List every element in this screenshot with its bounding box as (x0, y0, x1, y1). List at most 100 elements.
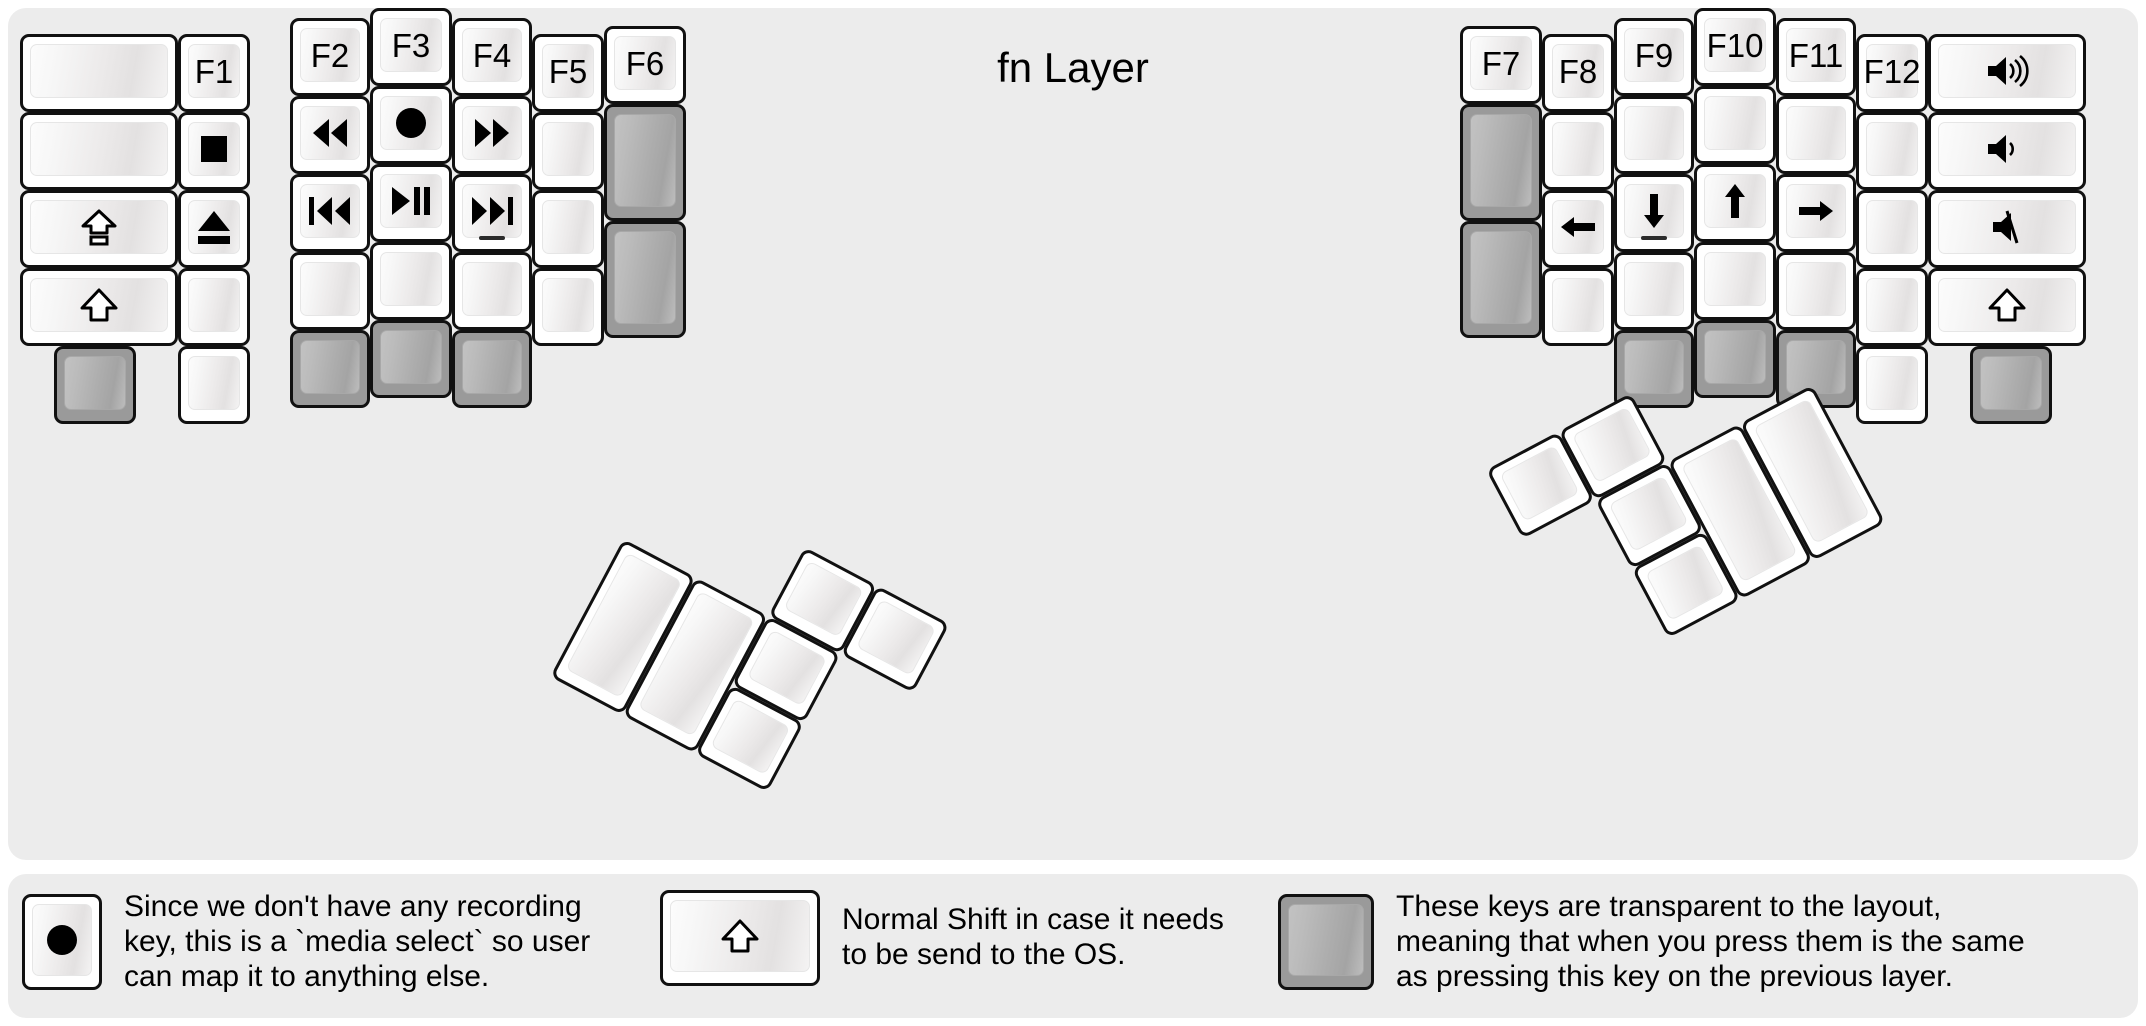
left-key-col-3-4[interactable] (370, 242, 452, 320)
left-key-col-3-1-f3[interactable]: F3 (370, 8, 452, 86)
key-label: F11 (1788, 36, 1844, 74)
left-key-col-4-4[interactable] (452, 252, 532, 330)
left-key-col-3-2-media-record[interactable] (370, 86, 452, 164)
keycap-surface (1704, 174, 1766, 228)
legend-description: Since we don't have any recording key, t… (124, 890, 591, 993)
shift-icon (79, 285, 119, 325)
left-key-col-1-5[interactable] (178, 346, 250, 424)
left-key-col-6-2-transparent[interactable] (604, 104, 686, 221)
key-label: F1 (194, 52, 234, 90)
key-label: F7 (1481, 44, 1521, 82)
keycap-surface (542, 278, 594, 332)
right-key-col-8-3-arrow-left[interactable] (1542, 190, 1614, 268)
keycap-surface: F5 (542, 44, 594, 98)
left-key-col-outer-5-transparent[interactable] (54, 346, 136, 424)
keycap-surface (188, 122, 240, 176)
left-key-col-1-1-f1[interactable]: F1 (178, 34, 250, 112)
left-key-col-2-3-media-previous-track[interactable] (290, 174, 370, 252)
right-key-col-12-1-f12[interactable]: F12 (1856, 34, 1928, 112)
right-key-col-11-3-arrow-right[interactable] (1776, 174, 1856, 252)
legend-panel (8, 874, 2138, 1018)
media-stop-icon (195, 130, 233, 168)
right-key-col-10-4[interactable] (1694, 242, 1776, 320)
right-key-col-7-3-transparent[interactable] (1460, 221, 1542, 338)
keycap-surface (462, 184, 522, 238)
left-key-col-3-3-media-play-pause[interactable] (370, 164, 452, 242)
legend-description: Normal Shift in case it needs to be send… (842, 903, 1224, 971)
right-key-col-10-3-arrow-up[interactable] (1694, 164, 1776, 242)
keycap-surface (300, 340, 360, 394)
right-key-col-outer-right-1-volume-up[interactable] (1928, 34, 2086, 112)
left-key-col-3-5-transparent[interactable] (370, 320, 452, 398)
media-next-track-icon (468, 195, 516, 227)
left-key-col-2-1-f2[interactable]: F2 (290, 18, 370, 96)
keycap-surface (462, 262, 522, 316)
right-key-col-9-1-f9[interactable]: F9 (1614, 18, 1694, 96)
left-key-col-5-1-f5[interactable]: F5 (532, 34, 604, 112)
left-key-col-5-4[interactable] (532, 268, 604, 346)
right-key-col-9-2[interactable] (1614, 96, 1694, 174)
left-key-col-6-3-transparent[interactable] (604, 221, 686, 338)
right-key-col-outer-right-5-transparent[interactable] (1970, 346, 2052, 424)
left-key-col-outer-1[interactable] (20, 34, 178, 112)
volume-up-icon (1985, 53, 2029, 89)
media-record-icon (43, 921, 81, 959)
keycap-surface (380, 330, 442, 384)
keycap-surface (462, 106, 522, 160)
left-key-col-2-4[interactable] (290, 252, 370, 330)
right-key-col-12-3[interactable] (1856, 190, 1928, 268)
keycap-surface: F2 (300, 28, 360, 82)
keycap-surface (380, 96, 442, 150)
left-key-col-outer-2[interactable] (20, 112, 178, 190)
shift-icon (720, 916, 760, 956)
right-key-col-11-4[interactable] (1776, 252, 1856, 330)
right-key-col-8-2[interactable] (1542, 112, 1614, 190)
left-key-col-2-2-media-rewind[interactable] (290, 96, 370, 174)
right-key-col-12-2[interactable] (1856, 112, 1928, 190)
right-key-col-outer-right-3-volume-mute[interactable] (1928, 190, 2086, 268)
right-key-col-outer-right-2-volume-down[interactable] (1928, 112, 2086, 190)
left-key-col-outer-3-caps-lock[interactable] (20, 190, 178, 268)
right-key-col-11-2[interactable] (1776, 96, 1856, 174)
left-key-col-4-3-media-next-track[interactable] (452, 174, 532, 252)
keycap-surface (1571, 406, 1653, 484)
right-key-col-12-4[interactable] (1856, 268, 1928, 346)
left-key-col-5-3[interactable] (532, 190, 604, 268)
keycap-surface (1786, 262, 1846, 316)
left-key-col-outer-4-shift[interactable] (20, 268, 178, 346)
keycap-surface (855, 599, 937, 676)
right-key-col-8-1-f8[interactable]: F8 (1542, 34, 1614, 112)
right-key-col-9-4[interactable] (1614, 252, 1694, 330)
keycap-surface (1866, 278, 1918, 332)
right-key-col-7-2-transparent[interactable] (1460, 104, 1542, 221)
left-key-col-4-2-media-fast-forward[interactable] (452, 96, 532, 174)
keycap-surface (1608, 475, 1689, 553)
left-key-col-4-5-transparent[interactable] (452, 330, 532, 408)
left-key-col-1-3-media-eject[interactable] (178, 190, 250, 268)
arrow-down-icon (1637, 190, 1671, 232)
keycap-surface (614, 231, 676, 324)
media-rewind-icon (307, 117, 353, 149)
right-key-col-10-2[interactable] (1694, 86, 1776, 164)
right-key-col-11-1-f11[interactable]: F11 (1776, 18, 1856, 96)
left-key-col-6-1-f6[interactable]: F6 (604, 26, 686, 104)
right-key-col-12-5[interactable] (1856, 346, 1928, 424)
left-key-col-1-4[interactable] (178, 268, 250, 346)
left-key-col-4-1-f4[interactable]: F4 (452, 18, 532, 96)
volume-mute-icon (1990, 209, 2024, 245)
key-label: F10 (1706, 26, 1764, 64)
keycap-surface (30, 200, 168, 254)
keycap-surface (1980, 356, 2042, 410)
media-record-icon (392, 104, 430, 142)
left-key-col-5-2[interactable] (532, 112, 604, 190)
right-key-col-10-5-transparent[interactable] (1694, 320, 1776, 398)
right-key-col-10-1-f10[interactable]: F10 (1694, 8, 1776, 86)
right-key-col-9-3-arrow-down[interactable] (1614, 174, 1694, 252)
right-key-col-8-4[interactable] (1542, 268, 1614, 346)
keycap-surface (1624, 106, 1684, 160)
legend-item: Normal Shift in case it needs to be send… (660, 890, 1224, 986)
left-key-col-2-5-transparent[interactable] (290, 330, 370, 408)
right-key-col-7-1-f7[interactable]: F7 (1460, 26, 1542, 104)
right-key-col-outer-right-4-shift[interactable] (1928, 268, 2086, 346)
left-key-col-1-2-media-stop[interactable] (178, 112, 250, 190)
